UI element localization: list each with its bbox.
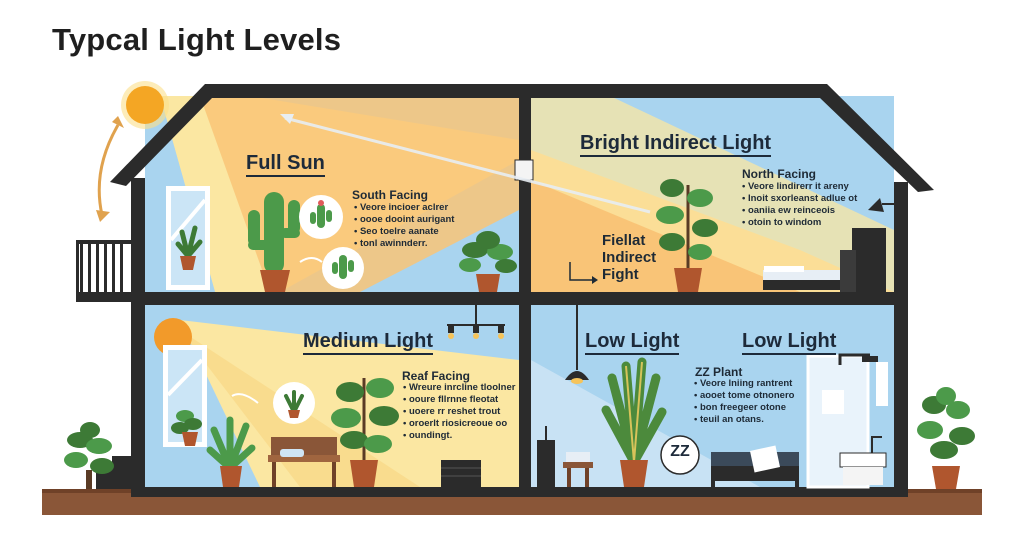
bed-icon [763, 228, 886, 292]
list-item: Seo toelre aanate [354, 226, 454, 238]
list-item: oroerlt riosicreoue oo [403, 418, 515, 430]
list-item: Wreure inrcline tloolner [403, 382, 515, 394]
room-title-low-right: Low Light [742, 330, 837, 355]
inset-plant-medium [273, 382, 315, 424]
list-item: oaniia ew reinceois [742, 205, 857, 217]
plant-icon-window [175, 225, 203, 270]
room-title-low-left: Low Light [585, 330, 680, 355]
list-item: bon freegeer otone [694, 402, 794, 414]
shower [838, 353, 888, 406]
list-item: Veore lniing rantrent [694, 378, 794, 390]
bullets-medium: Wreure inrcline tloolner ooure fllrnne f… [403, 382, 515, 442]
bullets-low-right: Veore lniing rantrent aooet tome otnoner… [694, 378, 794, 426]
arrow-icon [97, 124, 120, 216]
sink [839, 436, 887, 485]
list-item: oundingt. [403, 430, 515, 442]
plant-icon-outside-left [64, 422, 114, 489]
inset-cactus-2 [322, 247, 364, 289]
steps [96, 456, 132, 489]
bed-icon-low [711, 445, 799, 487]
list-item: tonl awinnderr. [354, 238, 454, 250]
cactus-icon [248, 192, 300, 292]
ceiling-lights [447, 305, 505, 339]
plant-icon-outside-right [917, 387, 975, 489]
page-title: Typcal Light Levels [52, 22, 342, 57]
window-icon-full-sun [166, 186, 210, 290]
list-item: Veore lindirerr it areny [742, 181, 857, 193]
side-table [537, 426, 593, 487]
inset-cactus [299, 195, 343, 239]
heading-bright-indirect: North Facing [742, 167, 816, 181]
plant-icon-medium-big [331, 378, 399, 487]
list-item: uoere rr reshet trout [403, 406, 515, 418]
bullets-full-sun: Veore incioer aclrer oooe dooint aurigan… [354, 202, 454, 250]
list-item: otoin to windom [742, 217, 857, 229]
zz-icon [660, 435, 700, 475]
plant-icon-center-top [459, 231, 517, 292]
list-item: teuil an otans. [694, 414, 794, 426]
house-structure [110, 84, 934, 497]
heading-medium: Reaf Facing [402, 369, 471, 383]
list-item: aooet tome otnonero [694, 390, 794, 402]
bench-icon [268, 437, 340, 487]
room-title-full-sun: Full Sun [246, 152, 325, 177]
heading-low-right: ZZ Plant [695, 365, 743, 379]
lamp-icon-wall [868, 198, 894, 212]
plant-icon-snake [601, 357, 667, 487]
plant-icon-medium-left [206, 416, 256, 487]
room-title-bright-indirect: Bright Indirect Light [580, 132, 772, 157]
plant-icon-fiddle [656, 179, 718, 292]
note-line: Indirect [602, 249, 657, 266]
note-bright-indirect: Fiellat Indirect Fight [602, 232, 656, 283]
plant-icon-window-medium [171, 410, 202, 446]
lamp-icon-pendant [565, 305, 589, 384]
list-item: Veore incioer aclrer [354, 202, 454, 214]
note-line: Fight [602, 266, 639, 283]
list-item: oooe dooint aurigant [354, 214, 454, 226]
list-item: ooure fllrnne fleotat [403, 394, 515, 406]
zz-badge: ZZ [670, 443, 690, 460]
balcony [76, 240, 146, 302]
note-line: Fiellat [602, 232, 646, 249]
radiator [441, 460, 481, 487]
room-title-medium: Medium Light [303, 330, 433, 355]
bullets-bright-indirect: Veore lindirerr it areny Inoit sxorleans… [742, 181, 857, 229]
sun-icon [121, 81, 169, 129]
list-item: Inoit sxorleanst adlue ot [742, 193, 857, 205]
heading-full-sun: South Facing [352, 188, 428, 202]
